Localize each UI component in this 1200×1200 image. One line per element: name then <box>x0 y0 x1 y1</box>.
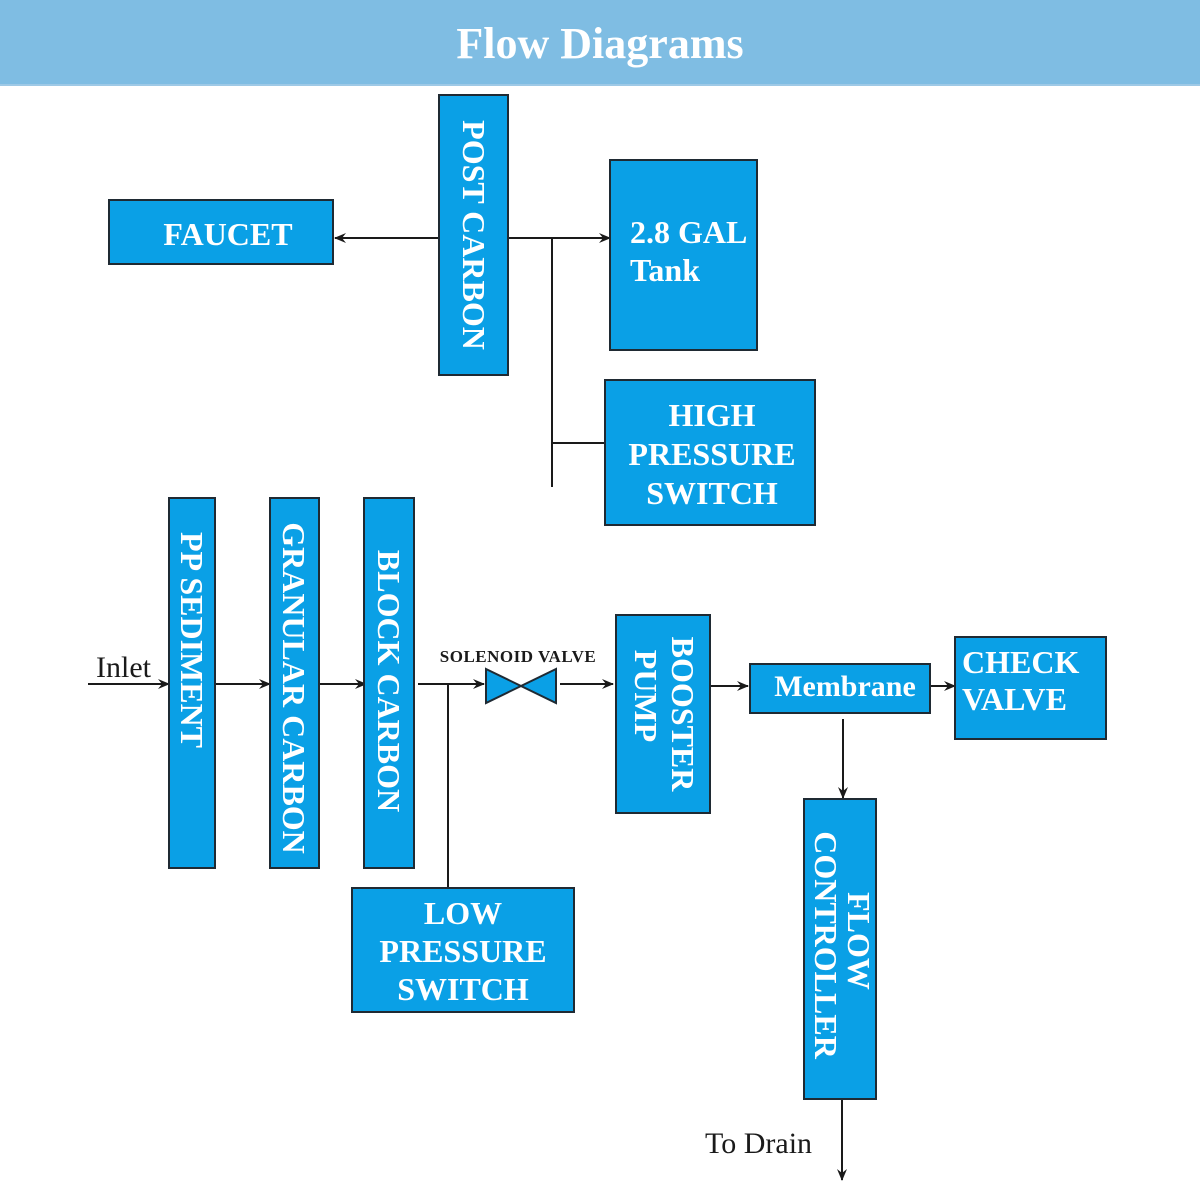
hps-label-line2: PRESSURE <box>628 436 795 472</box>
hps-label-line1: HIGH <box>668 397 755 433</box>
node-block-carbon[interactable]: BLOCK CARBON <box>363 497 415 869</box>
node-faucet[interactable]: FAUCET <box>108 199 334 265</box>
tank-label-line1: 2.8 GAL <box>630 214 747 250</box>
flow-controller-label-line2: CONTROLLER <box>808 831 844 1059</box>
page-title: Flow Diagrams <box>456 19 744 68</box>
solenoid-valve-label: SOLENOID VALVE <box>440 647 596 666</box>
connectors <box>88 233 956 1181</box>
node-flow-controller[interactable]: FLOW CONTROLLER <box>803 798 877 1100</box>
faucet-label: FAUCET <box>163 216 292 252</box>
membrane-label: Membrane <box>774 670 916 703</box>
node-solenoid-valve[interactable]: SOLENOID VALVE <box>440 647 596 705</box>
valve-right-triangle <box>518 667 557 705</box>
node-granular-carbon[interactable]: GRANULAR CARBON <box>269 497 320 869</box>
tank-label-line2: Tank <box>630 252 700 288</box>
inlet-label: Inlet <box>96 651 152 684</box>
node-tank[interactable]: 2.8 GAL Tank <box>609 159 758 351</box>
node-pp-sediment[interactable]: PP SEDIMENT <box>168 497 216 869</box>
node-booster-pump[interactable]: BOOSTER PUMP <box>615 614 711 814</box>
node-membrane[interactable]: Membrane <box>749 663 931 714</box>
granular-carbon-label: GRANULAR CARBON <box>276 522 312 854</box>
to-drain-label: To Drain <box>705 1127 812 1160</box>
node-high-pressure-switch[interactable]: HIGH PRESSURE SWITCH <box>604 379 816 526</box>
lps-label-line1: LOW <box>424 895 502 931</box>
hps-label-line3: SWITCH <box>646 475 778 511</box>
booster-pump-label-line1: BOOSTER <box>665 637 701 793</box>
node-low-pressure-switch[interactable]: LOW PRESSURE SWITCH <box>351 887 575 1013</box>
valve-left-triangle <box>485 667 524 705</box>
lps-label-line2: PRESSURE <box>379 933 546 969</box>
node-post-carbon[interactable]: POST CARBON <box>438 94 509 376</box>
flow-controller-label-line1: FLOW <box>841 892 877 990</box>
pp-sediment-label: PP SEDIMENT <box>174 532 210 748</box>
check-valve-label-line1: CHECK <box>962 644 1079 680</box>
node-check-valve[interactable]: CHECK VALVE <box>954 636 1107 740</box>
lps-label-line3: SWITCH <box>397 971 529 1007</box>
check-valve-label-line2: VALVE <box>962 681 1067 717</box>
block-carbon-label: BLOCK CARBON <box>371 550 407 812</box>
header-banner: Flow Diagrams <box>0 0 1200 86</box>
post-carbon-label: POST CARBON <box>456 120 492 350</box>
booster-pump-label-line2: PUMP <box>628 650 664 742</box>
